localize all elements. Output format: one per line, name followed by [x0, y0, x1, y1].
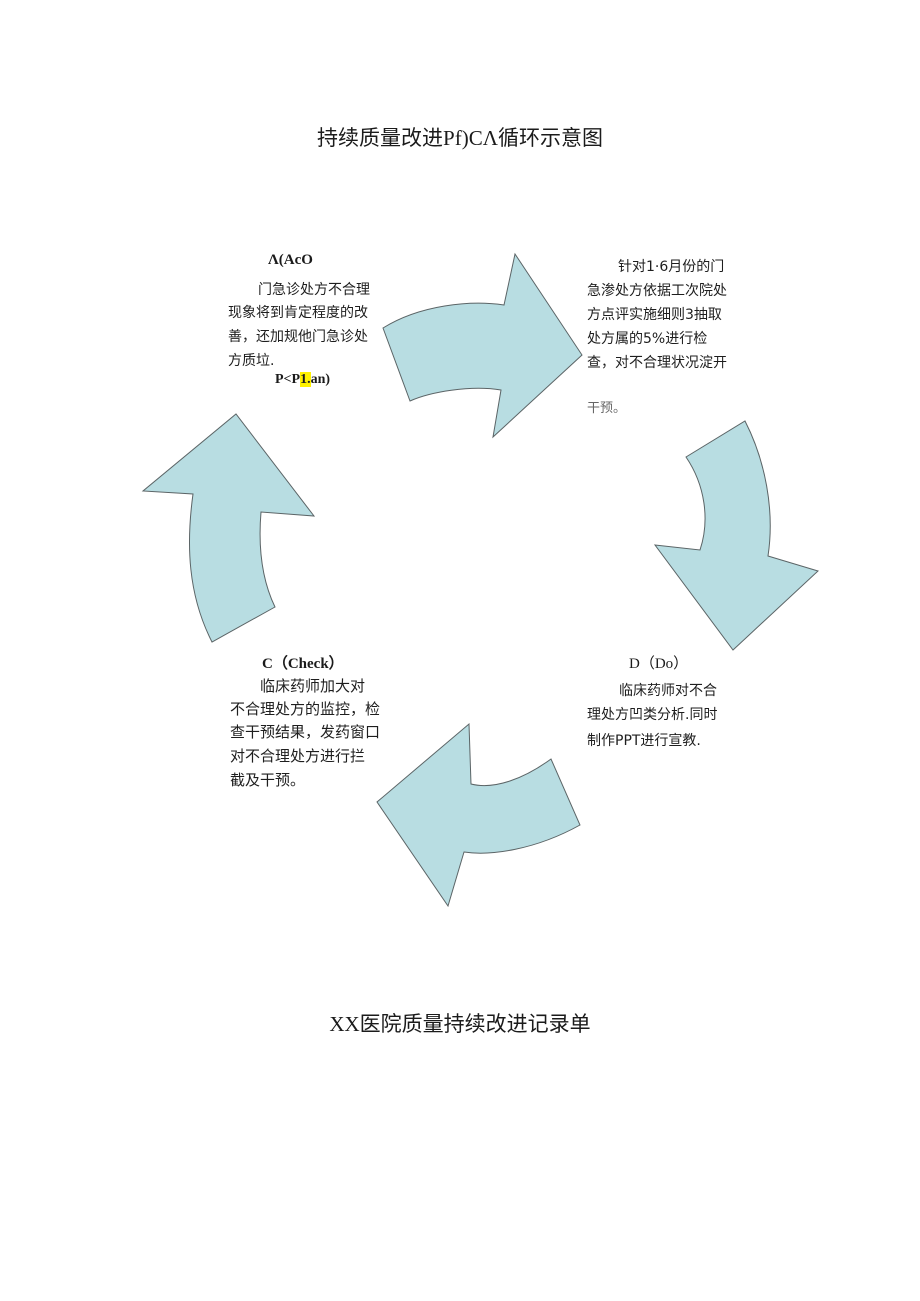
arrow-bottom-left	[376, 722, 581, 908]
plan-line-3: 方点评实施细则3抽取	[587, 307, 722, 323]
act-line-4: 方质垃.	[228, 353, 275, 369]
plan-heading: P<P1.an)	[275, 372, 330, 388]
do-line-2: 理处方凹类分析.同时	[587, 707, 718, 723]
plan-line-5: 查，对不合理状况淀开	[587, 355, 727, 371]
plan-line-6: 干预。	[587, 401, 627, 416]
check-line-3: 查干预结果，发药窗口	[230, 725, 381, 741]
arrow-right-down	[653, 420, 819, 651]
plan-heading-pre: P<P	[275, 372, 301, 387]
plan-heading-highlight: 1.	[300, 372, 311, 387]
do-line-1: 临床药师对不合	[619, 683, 717, 699]
arrow-top-right	[382, 252, 583, 439]
page-title: 持续质量改进Pf)CΛ循环示意图	[317, 126, 603, 150]
act-line-1: 门急诊处方不合理	[258, 282, 370, 298]
act-line-2: 现象将到肯定程度的改	[228, 305, 368, 321]
do-heading: D（Do）	[629, 656, 689, 672]
check-line-2: 不合理处方的监控，检	[230, 702, 381, 718]
check-line-5: 截及干预。	[230, 773, 306, 789]
plan-line-2: 急渗处方依据工次院处	[587, 283, 727, 299]
footer-title: XX医院质量持续改进记录单	[329, 1012, 591, 1036]
check-heading: C（Check）	[262, 656, 344, 672]
plan-line-4: 处方属的5%进行检	[587, 331, 708, 347]
check-line-1: 临床药师加大对	[260, 679, 366, 695]
act-heading: Λ(AcO	[268, 252, 313, 268]
act-line-3: 善，还加规他门急诊处	[228, 329, 368, 345]
do-line-3: 制作PPT进行宣教.	[587, 733, 701, 749]
plan-line-1: 针对1·6月份的门	[618, 259, 725, 275]
check-line-4: 对不合理处方进行拦	[230, 749, 366, 765]
arrow-left-up	[141, 413, 316, 643]
plan-heading-post: an)	[310, 372, 331, 387]
